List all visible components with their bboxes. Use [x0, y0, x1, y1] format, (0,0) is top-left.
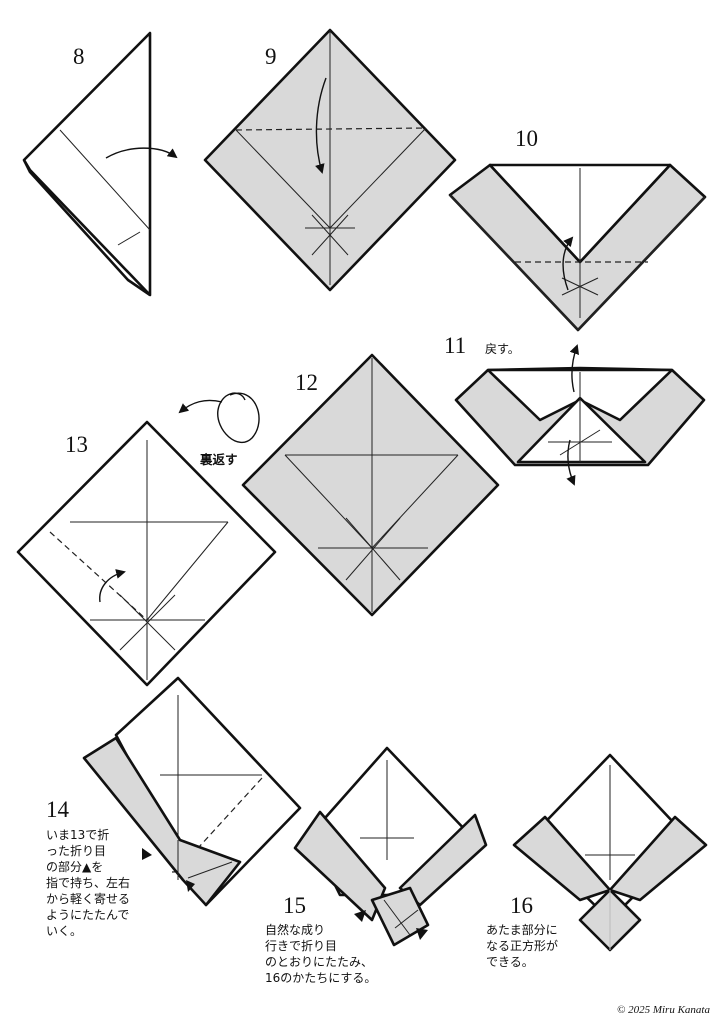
step-10-figure [448, 163, 707, 332]
step-14-figure [82, 676, 302, 907]
step-9-number: 9 [265, 44, 277, 69]
step-15-number: 15 [283, 893, 306, 918]
pinch-marker-icon [354, 910, 366, 922]
step-16-figure [512, 753, 708, 952]
copyright-text: © 2025 Miru Kanata [616, 1004, 710, 1016]
step-11-number: 11 [444, 333, 467, 358]
step-11-note: 戻す。 [485, 342, 520, 356]
step-13-figure [16, 420, 277, 687]
fold-arrow-icon [105, 147, 178, 159]
turn-over-label: 裏返す [200, 452, 238, 467]
pinch-marker-icon [416, 928, 428, 940]
step-15-note: 自然な成り 行きで折り目 のとおりにたたみ、 16のかたちにする。 [265, 923, 377, 985]
unfold-arrow-icon [569, 344, 579, 393]
fold-arrow-icon [99, 569, 126, 603]
step-12-number: 12 [295, 370, 318, 395]
step-16-note: あたま部分に なる正方形が できる。 [486, 923, 559, 969]
unfold-arrow-icon [566, 439, 576, 486]
step-15-figure [293, 746, 488, 947]
step-8-figure [22, 31, 178, 297]
step-13-number: 13 [65, 432, 88, 457]
step-10-number: 10 [515, 126, 538, 151]
step-14-number: 14 [46, 797, 69, 822]
fold-arrow-icon [562, 236, 574, 291]
fold-arrow-icon [315, 77, 327, 174]
step-16-number: 16 [510, 893, 533, 918]
step-8-number: 8 [73, 44, 85, 69]
pinch-marker-icon [142, 848, 152, 860]
step-9-figure [203, 28, 457, 292]
step-12-figure [241, 353, 500, 617]
turn-over-icon [178, 392, 260, 444]
step-14-note: いま13で折 った折り目 の部分▲を 指で持ち、左右 から軽く寄せる ようにたた… [46, 828, 131, 938]
step-11-figure [454, 344, 706, 486]
pinch-marker-icon [186, 880, 195, 892]
